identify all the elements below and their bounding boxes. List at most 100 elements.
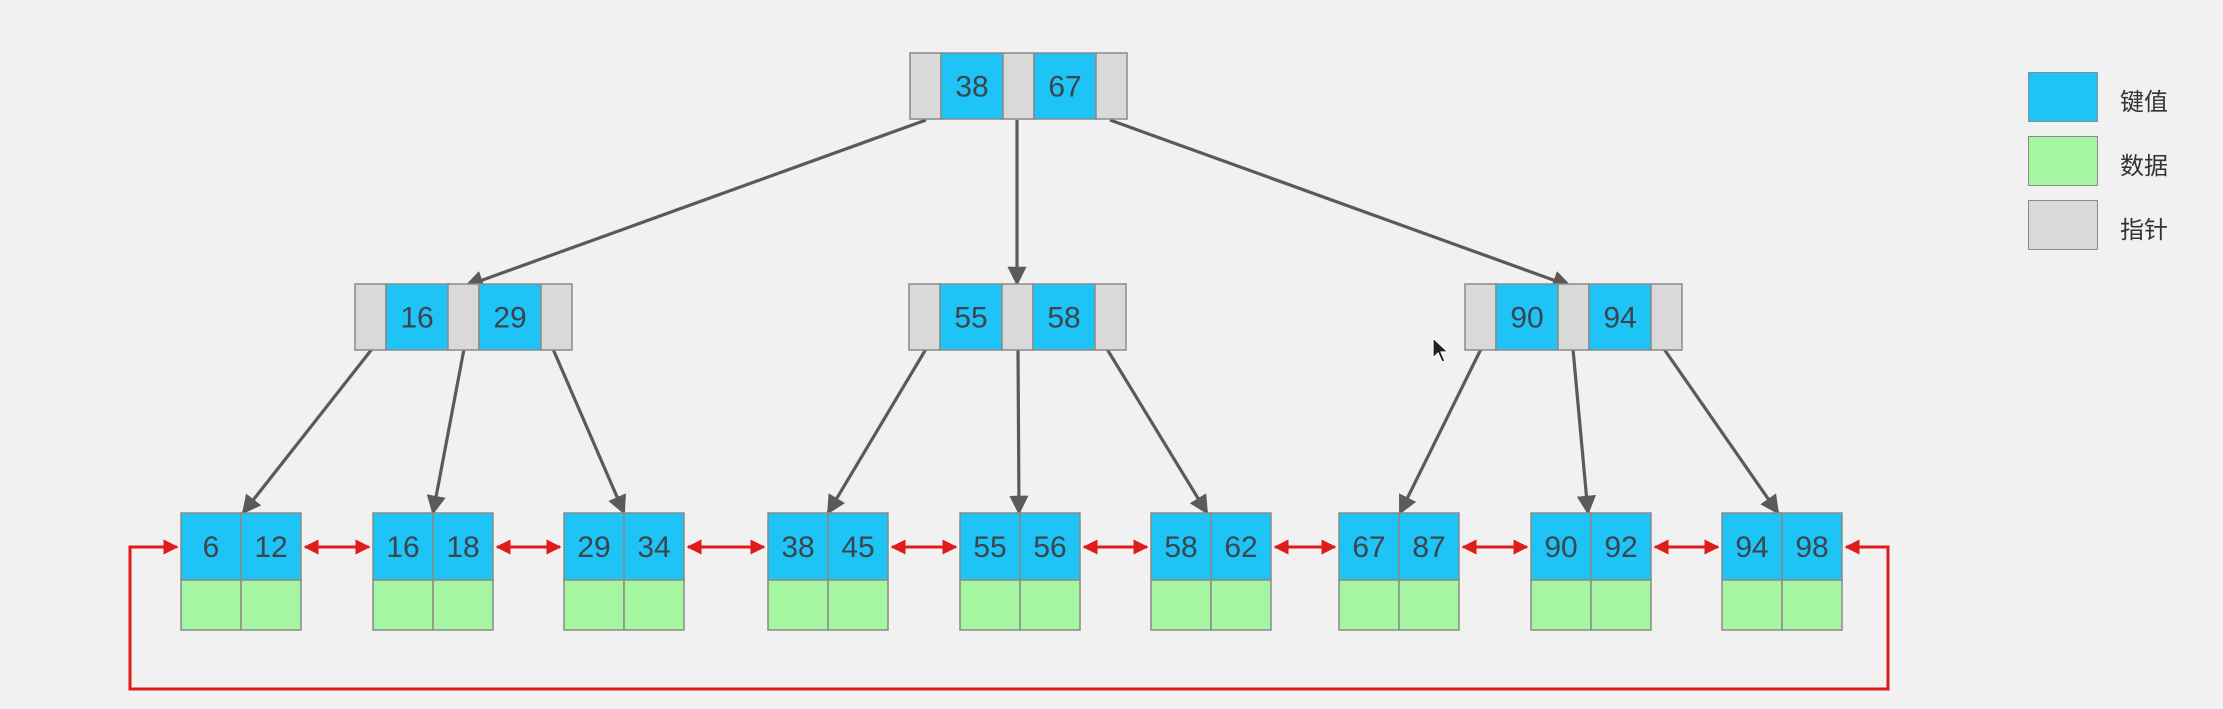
- leaf-node-6: 58 62: [1150, 512, 1272, 631]
- key-cell: [372, 512, 434, 581]
- key-label: 62: [1224, 531, 1257, 564]
- key-label: 45: [841, 531, 874, 564]
- pointer-cell: [909, 52, 942, 120]
- key-cell: [1210, 512, 1272, 581]
- data-cell: [563, 579, 625, 631]
- tree-edge-arrow: [1662, 348, 1780, 515]
- key-cell: [939, 283, 1003, 351]
- leaf-node-5: 55 56: [959, 512, 1081, 631]
- key-label: 58: [1164, 531, 1197, 564]
- tree-edge-arrow: [1105, 348, 1209, 515]
- key-cell: [1781, 512, 1843, 581]
- leaf-node-8: 90 92: [1530, 512, 1652, 631]
- key-label: 18: [446, 531, 479, 564]
- internal-node-2: 55 58: [908, 283, 1127, 351]
- legend-label-key: 键值: [2120, 88, 2168, 116]
- data-swatch-icon: [2028, 136, 2098, 186]
- key-label: 56: [1033, 531, 1066, 564]
- key-label: 29: [577, 531, 610, 564]
- key-label: 90: [1510, 302, 1543, 335]
- pointer-cell: [908, 283, 941, 351]
- key-swatch-icon: [2028, 72, 2098, 122]
- data-cell: [1338, 579, 1400, 631]
- key-label: 58: [1047, 302, 1080, 335]
- tree-edge-arrow: [1109, 118, 1572, 290]
- leaf-node-4: 38 45: [767, 512, 889, 631]
- key-cell: [767, 512, 829, 581]
- leaf-links: [128, 539, 1890, 691]
- key-cell: [563, 512, 625, 581]
- key-label: 12: [254, 531, 287, 564]
- pointer-cell: [1095, 52, 1128, 120]
- internal-node-3: 90 94: [1464, 283, 1683, 351]
- key-label: 94: [1735, 531, 1768, 564]
- tree-edge-arrow: [241, 348, 374, 515]
- data-cell: [1398, 579, 1460, 631]
- key-cell: [1019, 512, 1081, 581]
- key-label: 90: [1544, 531, 1577, 564]
- data-cell: [1781, 579, 1843, 631]
- key-cell: [1590, 512, 1652, 581]
- key-label: 94: [1603, 302, 1636, 335]
- pointer-cell: [540, 283, 573, 351]
- data-cell: [1210, 579, 1272, 631]
- data-cell: [623, 579, 685, 631]
- key-label: 55: [973, 531, 1006, 564]
- data-cell: [1150, 579, 1212, 631]
- data-cell: [432, 579, 494, 631]
- mouse-cursor-icon: [1432, 337, 1450, 363]
- data-cell: [827, 579, 889, 631]
- root-node: 38 67: [909, 52, 1128, 120]
- data-cell: [180, 579, 242, 631]
- pointer-cell: [1094, 283, 1127, 351]
- data-cell: [1530, 579, 1592, 631]
- key-cell: [827, 512, 889, 581]
- pointer-cell: [1557, 283, 1590, 351]
- leaf-wrap-link-arrow: [128, 539, 1890, 691]
- pointer-cell: [1002, 52, 1035, 120]
- key-cell: [623, 512, 685, 581]
- key-label: 29: [493, 302, 526, 335]
- key-label: 92: [1604, 531, 1637, 564]
- pointer-cell: [1464, 283, 1497, 351]
- tree-edges: [241, 118, 1780, 515]
- legend-label-pointer: 指针: [2120, 216, 2168, 244]
- data-cell: [240, 579, 302, 631]
- pointer-cell: [447, 283, 480, 351]
- key-label: 16: [386, 531, 419, 564]
- key-cell: [1530, 512, 1592, 581]
- key-label: 67: [1048, 71, 1081, 104]
- key-label: 98: [1795, 531, 1828, 564]
- key-label: 16: [400, 302, 433, 335]
- key-label: 87: [1412, 531, 1445, 564]
- tree-edge-arrow: [1009, 348, 1029, 515]
- key-cell: [1398, 512, 1460, 581]
- data-cell: [767, 579, 829, 631]
- key-cell: [959, 512, 1021, 581]
- pointer-cell: [1650, 283, 1683, 351]
- pointer-cell: [354, 283, 387, 351]
- tree-edge-arrow: [426, 348, 466, 515]
- key-label: 67: [1352, 531, 1385, 564]
- key-cell: [432, 512, 494, 581]
- tree-edge-arrow: [1398, 348, 1483, 515]
- key-label: 34: [637, 531, 670, 564]
- key-label: 55: [954, 302, 987, 335]
- tree-edge-arrow: [551, 348, 626, 515]
- tree-edge-arrow: [1571, 348, 1596, 515]
- key-cell: [1032, 283, 1096, 351]
- leaf-node-3: 29 34: [563, 512, 685, 631]
- leaf-node-7: 67 87: [1338, 512, 1460, 631]
- key-label: 38: [955, 71, 988, 104]
- tree-edge-arrow: [464, 118, 927, 290]
- pointer-cell: [1001, 283, 1034, 351]
- key-label: 38: [781, 531, 814, 564]
- key-cell: [478, 283, 542, 351]
- leaf-node-9: 94 98: [1721, 512, 1843, 631]
- key-cell: [1588, 283, 1652, 351]
